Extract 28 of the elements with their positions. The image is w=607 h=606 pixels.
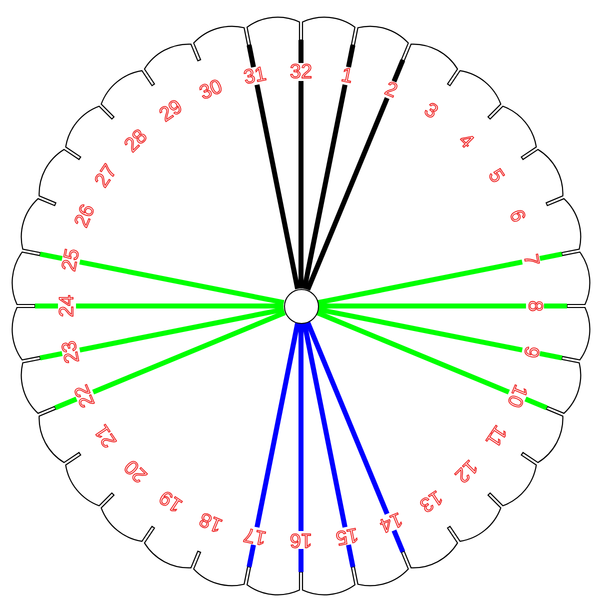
- slot-number: 31: [242, 65, 269, 88]
- thread-line: [318, 252, 562, 306]
- slot-number: 8: [526, 299, 544, 313]
- thread-line: [35, 304, 284, 308]
- slot-number: 24: [58, 294, 76, 318]
- slot-number: 32: [288, 63, 314, 81]
- thread-line: [40, 252, 284, 306]
- slot-number: 2: [381, 78, 400, 101]
- slot-number: 16: [288, 531, 314, 549]
- thread-line: [302, 322, 356, 568]
- thread-line: [54, 310, 286, 410]
- thread-line: [40, 306, 284, 360]
- thread-line: [302, 44, 356, 290]
- thread-line: [246, 322, 300, 568]
- thread-line: [318, 306, 562, 360]
- thread-line: [298, 40, 304, 288]
- slot-number: 25: [60, 246, 83, 274]
- thread-line: [316, 310, 548, 410]
- thread-line: [305, 321, 406, 553]
- slot-number: 22: [72, 380, 98, 410]
- center-hole: [284, 288, 318, 324]
- thread-line: [318, 304, 567, 308]
- slot-number: 15: [333, 524, 360, 547]
- thread-line: [298, 324, 304, 572]
- slot-number: 17: [242, 524, 269, 547]
- thread-line: [246, 44, 300, 290]
- thread-line: [305, 59, 406, 291]
- slot-number: 23: [60, 338, 83, 366]
